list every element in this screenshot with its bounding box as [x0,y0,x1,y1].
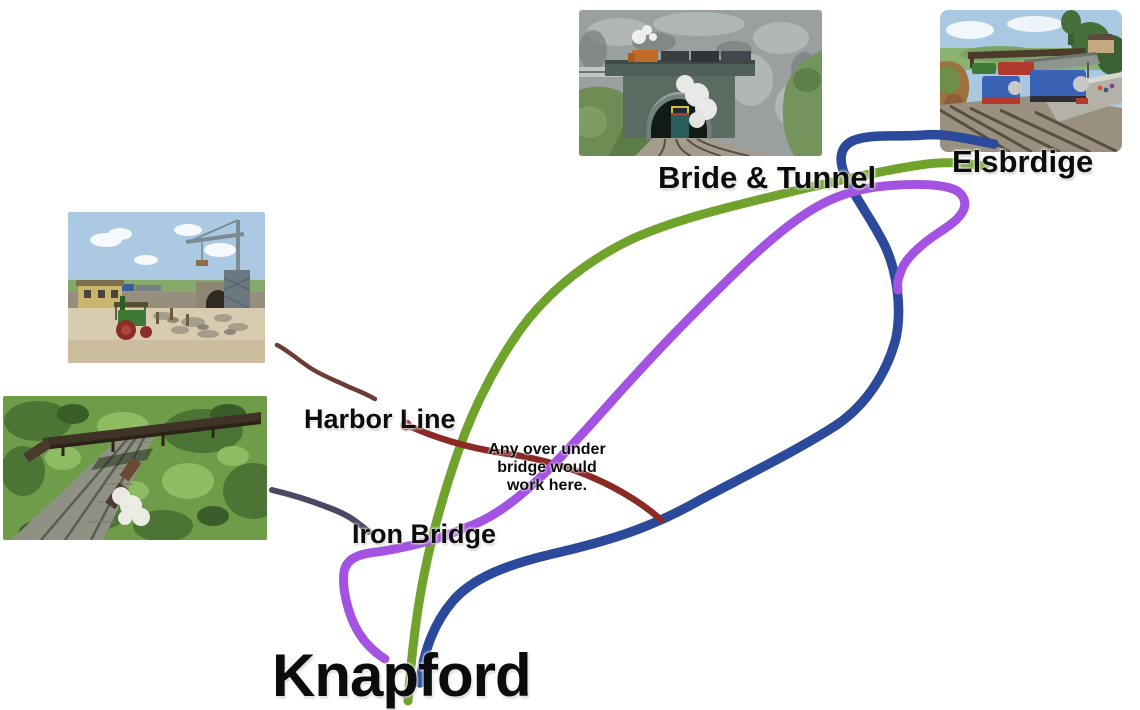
bridge-tunnel-photo [579,10,822,156]
passengers [1097,83,1115,93]
iron-bridge-photo [3,396,267,540]
bridge-tunnel-photo-art [579,10,822,156]
dock-crane [185,219,251,310]
note-line-3: work here. [506,477,588,494]
freight-train [628,50,751,62]
note-line-1: Any over under [488,441,606,458]
bride-tunnel-label: Bride & Tunnel [658,160,877,195]
red-engine [998,62,1034,75]
over-under-bridge-note: Any over under bridge would work here. [468,441,626,495]
small-blue-engine [982,76,1022,104]
elsbridge-station-photo [940,10,1122,152]
iron-bridge-photo-art [3,396,267,540]
train-steam [112,487,150,526]
green-engine [972,63,996,74]
green-main-line [403,158,990,706]
harbor-photo-art [68,212,265,363]
iron-bridge-label: Iron Bridge [352,519,497,549]
knapford-label: Knapford [272,642,532,709]
brown-harbor-stub [274,342,378,402]
smoke-puffs [632,25,657,44]
tunnel-steam [676,75,717,128]
blue-main-line [415,129,999,688]
harbor-photo [68,212,265,363]
big-blue-engine [1030,70,1089,104]
note-line-2: bridge would [497,459,597,476]
cottage [1086,34,1116,53]
traction-engine [114,296,152,340]
harbor-line-label: Harbor Line [304,404,456,434]
iron-bridge-span [23,412,261,462]
elsbridge-label: Elsbrdige [952,144,1094,179]
diesel-engine [671,106,689,138]
elsbridge-station-photo-art [940,10,1122,152]
